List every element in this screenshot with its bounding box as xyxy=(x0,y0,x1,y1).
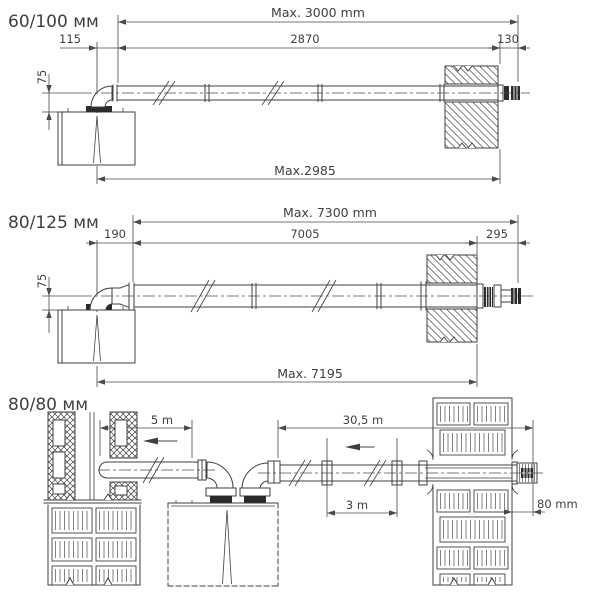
dim-coupling-spacing: 3 m xyxy=(346,498,368,512)
flue-gasket xyxy=(86,106,112,112)
dim-intake-length: 5 m xyxy=(151,413,173,427)
outer-wall-80-125 xyxy=(426,254,478,343)
section-label-60-100: 60/100 мм xyxy=(8,12,99,32)
dim-max-horizontal-80-125: Max. 7195 xyxy=(277,366,343,381)
dim-wall-protrusion: 80 mm xyxy=(537,497,578,511)
boiler-80-80 xyxy=(167,500,279,587)
exhaust-pipe xyxy=(279,438,518,487)
dim-height-60-100: 75 xyxy=(35,70,49,85)
left-brick-wall xyxy=(47,504,141,586)
section-80-125: 80/125 мм Max. 7300 mm 7005 190 295 75 M… xyxy=(8,205,535,387)
flue-pipe-80-125 xyxy=(133,279,478,313)
dimension-lines-60-100 xyxy=(42,15,530,184)
dim-end-offset-60-100: 130 xyxy=(497,32,519,46)
dim-straight-60-100: 2870 xyxy=(290,32,319,46)
dim-max-horizontal-60-100: Max.2985 xyxy=(274,163,336,178)
section-80-80: 80/80 мм 5 m 30,5 m 3 m 80 mm xyxy=(8,395,578,587)
dim-height-80-125: 75 xyxy=(35,274,49,289)
dim-end-offset-80-125: 295 xyxy=(486,227,508,241)
dim-max-total-80-125: Max. 7300 mm xyxy=(283,205,377,220)
right-brick-wall xyxy=(426,397,519,586)
flow-arrow-exhaust xyxy=(345,443,375,451)
intake-elbow xyxy=(205,461,237,503)
flow-arrow-intake xyxy=(143,437,178,445)
dim-start-offset-80-125: 190 xyxy=(104,227,126,241)
exhaust-elbow xyxy=(239,460,281,503)
inner-wall-cross-section xyxy=(43,411,142,504)
section-label-80-125: 80/125 мм xyxy=(8,213,99,233)
section-label-80-80: 80/80 мм xyxy=(8,395,88,415)
dimension-lines-80-125 xyxy=(42,215,530,387)
flue-elbow-60-100 xyxy=(90,84,118,108)
dim-start-offset-60-100: 115 xyxy=(59,32,81,46)
section-60-100: 60/100 мм Max. 3000 mm 2870 115 130 75 M… xyxy=(8,5,530,184)
dim-exhaust-length: 30,5 m xyxy=(343,413,383,427)
dim-straight-80-125: 7005 xyxy=(290,227,319,241)
outer-wall-60-100 xyxy=(444,65,499,149)
dim-max-total-60-100: Max. 3000 mm xyxy=(271,5,365,20)
boiler-60-100 xyxy=(57,42,136,166)
